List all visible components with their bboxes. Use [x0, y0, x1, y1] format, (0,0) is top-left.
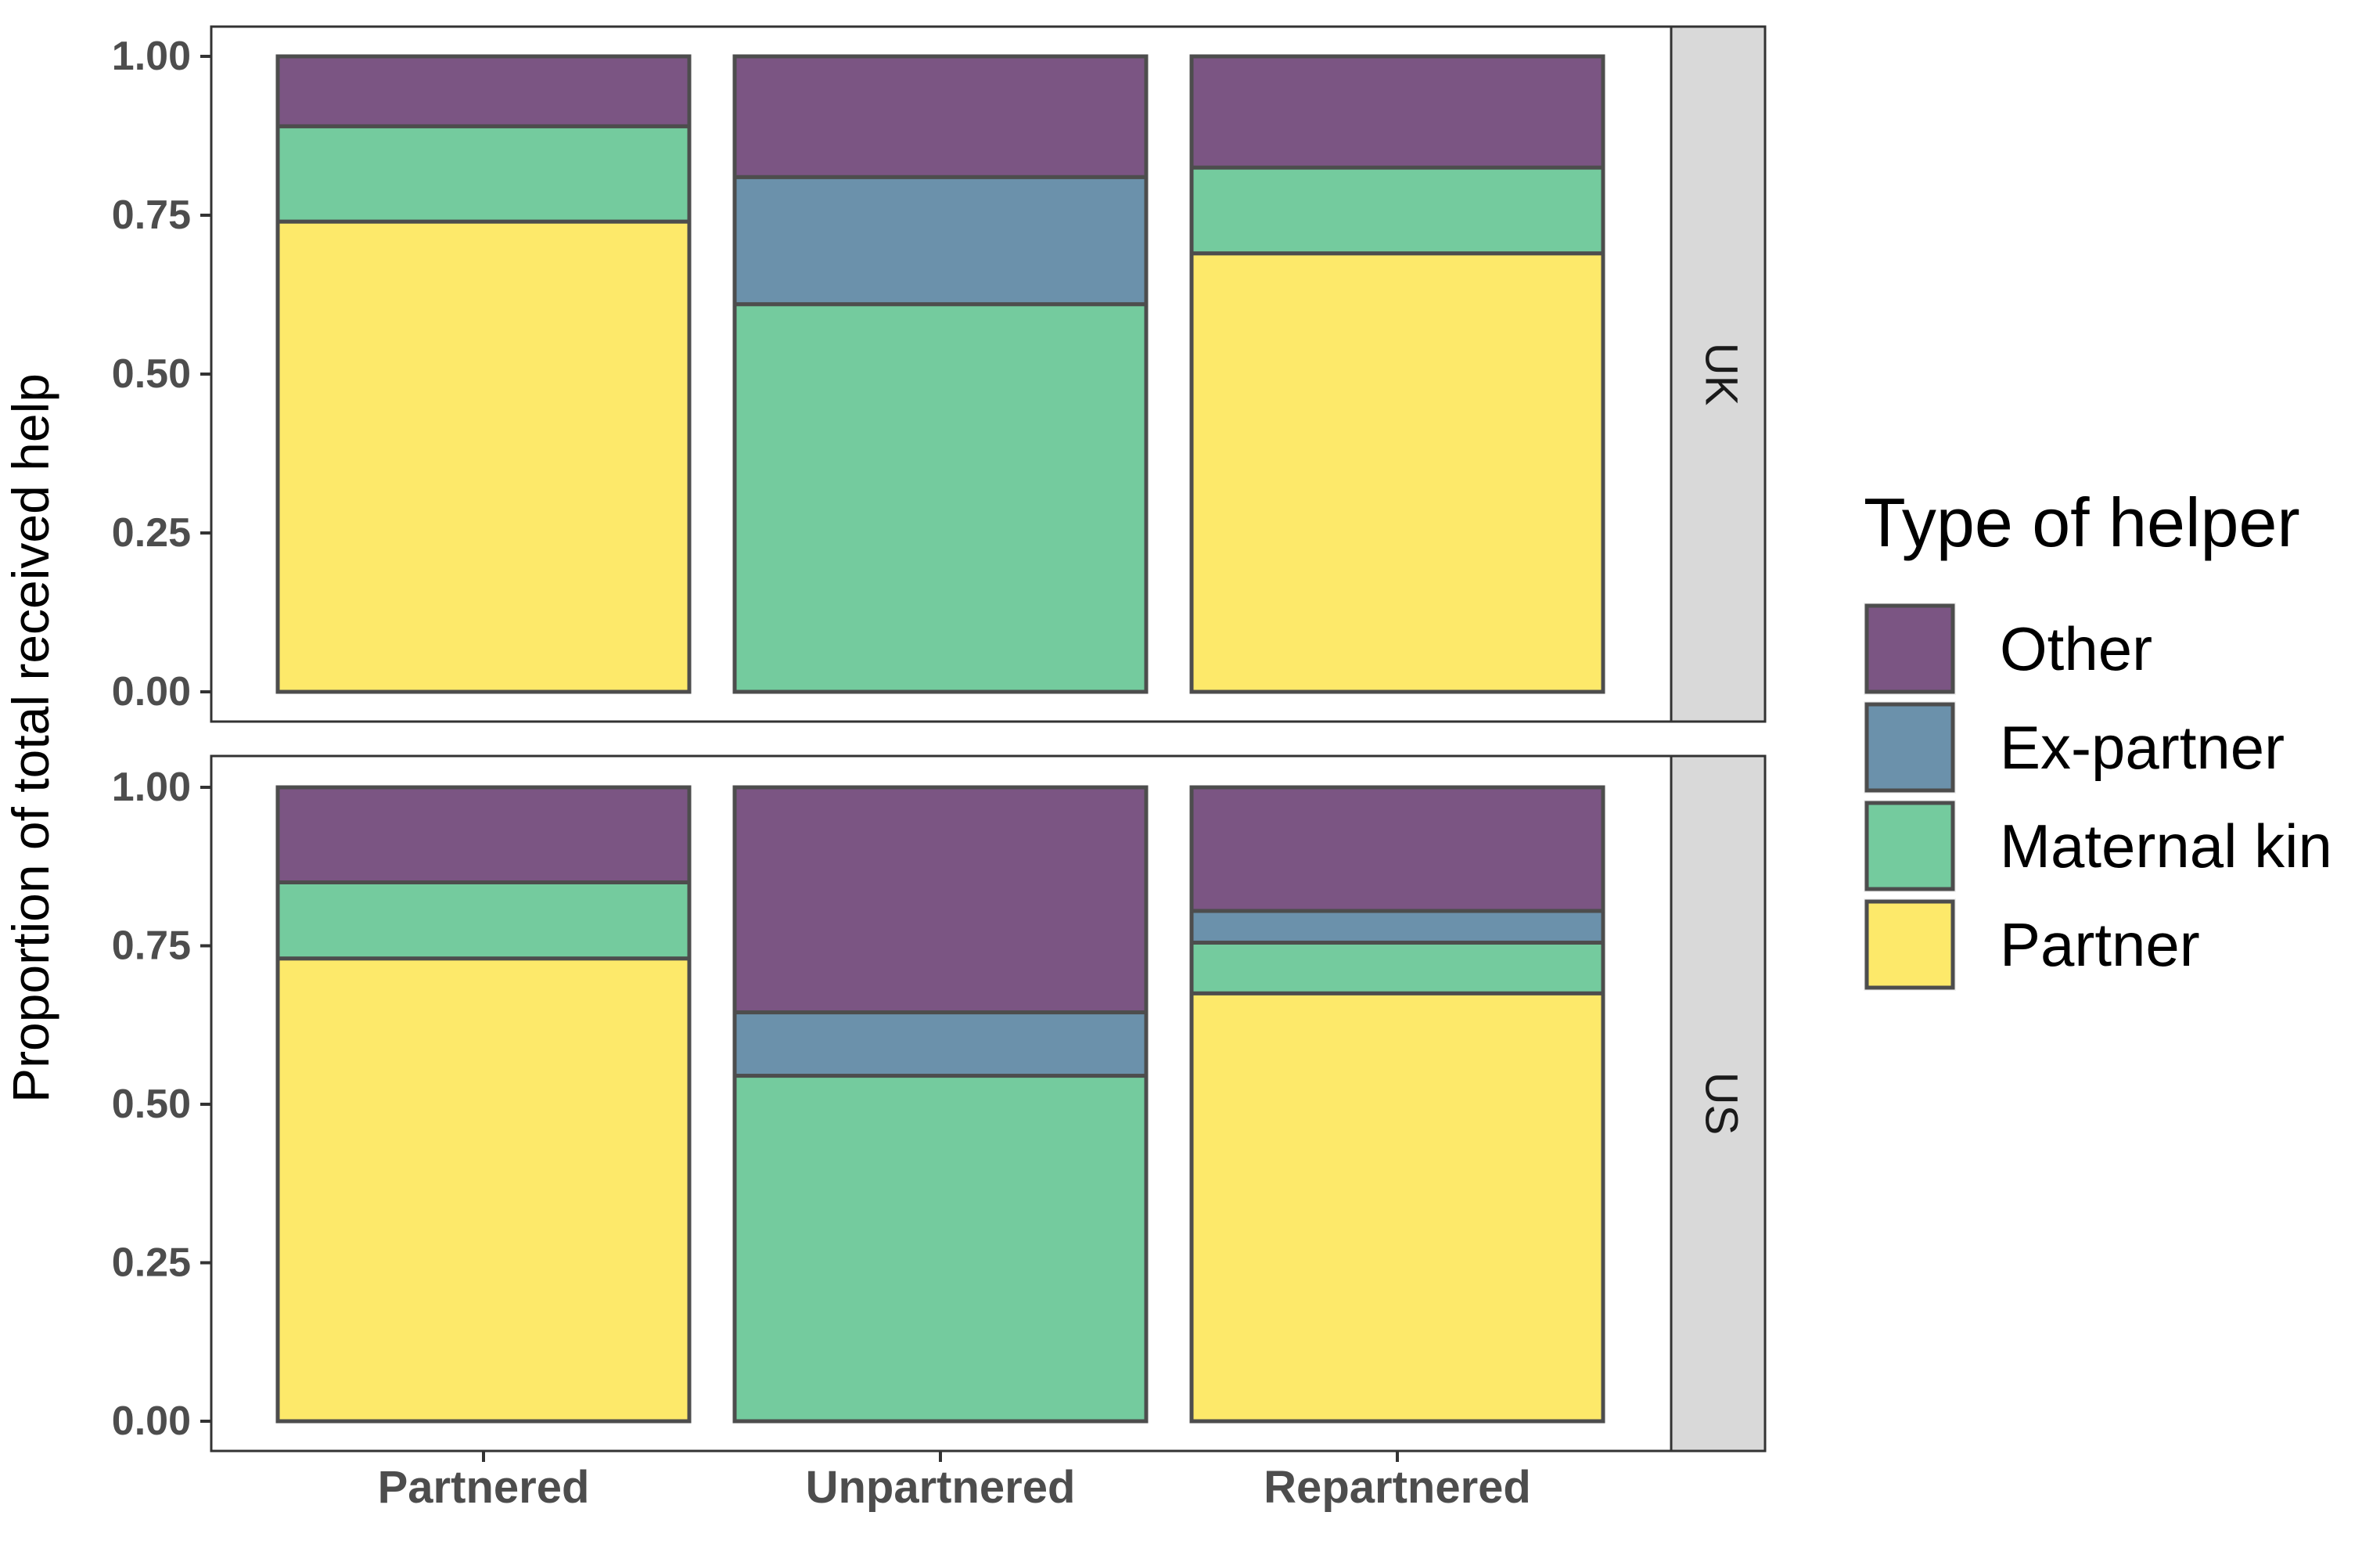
legend-swatch-ex-partner	[1864, 702, 1955, 793]
bar-segment-other-partnered	[275, 785, 692, 884]
bar-segment-other-unpartnered	[732, 785, 1149, 1015]
facet-panel-us: US 0.00 0.25 0.50 0.75 1.00	[112, 754, 1767, 1453]
x-tick-label: Unpartnered	[806, 1462, 1076, 1513]
bar-segment-partner-repartnered	[1189, 991, 1605, 1424]
bar-segment-partner-partnered	[275, 956, 692, 1424]
y-tick-label: 0.00	[112, 1399, 191, 1444]
bar-segment-other-repartnered	[1189, 54, 1605, 170]
x-tick-label: Repartnered	[1264, 1462, 1531, 1513]
bar-segment-ex-partner-unpartnered	[732, 1010, 1149, 1078]
facet-strip-label: US	[1696, 1072, 1747, 1136]
legend-label: Maternal kin	[2000, 812, 2332, 880]
y-axis-title: Proportion of total received help	[2, 373, 59, 1103]
bar-segment-partner-repartnered	[1189, 251, 1605, 694]
legend-title: Type of helper	[1864, 484, 2300, 561]
y-tick-label: 0.75	[112, 923, 191, 969]
bar-segment-maternal-kin-repartnered	[1189, 940, 1605, 995]
y-tick-label: 0.00	[112, 669, 191, 715]
bar-segment-maternal-kin-partnered	[275, 124, 692, 224]
y-tick-label: 0.50	[112, 351, 191, 397]
legend-label: Partner	[2000, 910, 2200, 979]
bar-segment-maternal-kin-partnered	[275, 880, 692, 961]
bar-segment-maternal-kin-unpartnered	[732, 1074, 1149, 1424]
y-tick-label: 0.75	[112, 193, 191, 238]
legend-swatch-other	[1864, 603, 1955, 694]
y-tick-label: 0.50	[112, 1082, 191, 1127]
bar-segment-maternal-kin-unpartnered	[732, 302, 1149, 694]
bar-segment-other-unpartnered	[732, 54, 1149, 179]
bar-segment-ex-partner-unpartnered	[732, 175, 1149, 307]
bar-segment-maternal-kin-repartnered	[1189, 165, 1605, 256]
y-tick-label: 1.00	[112, 765, 191, 810]
bar-segment-ex-partner-repartnered	[1189, 909, 1605, 945]
facet-panel-uk: UK 0.00 0.25 0.50 0.75 1.00	[112, 25, 1767, 723]
legend-swatch-partner	[1864, 899, 1955, 990]
x-tick-label: Partnered	[378, 1462, 590, 1513]
x-axis: Partnered Unpartnered Repartnered	[378, 1451, 1531, 1513]
facet-strip	[1670, 754, 1767, 1453]
y-tick-label: 1.00	[112, 34, 191, 79]
legend-swatch-maternal-kin	[1864, 801, 1955, 891]
y-tick-label: 0.25	[112, 1240, 191, 1286]
bar-segment-partner-partnered	[275, 219, 692, 694]
y-tick-label: 0.25	[112, 510, 191, 556]
legend-label: Ex-partner	[2000, 713, 2285, 782]
facet-strip	[1670, 25, 1767, 723]
facet-strip-label: UK	[1696, 343, 1747, 406]
bar-segment-other-partnered	[275, 54, 692, 128]
bar-segment-other-repartnered	[1189, 785, 1605, 913]
legend-label: Other	[2000, 614, 2152, 683]
